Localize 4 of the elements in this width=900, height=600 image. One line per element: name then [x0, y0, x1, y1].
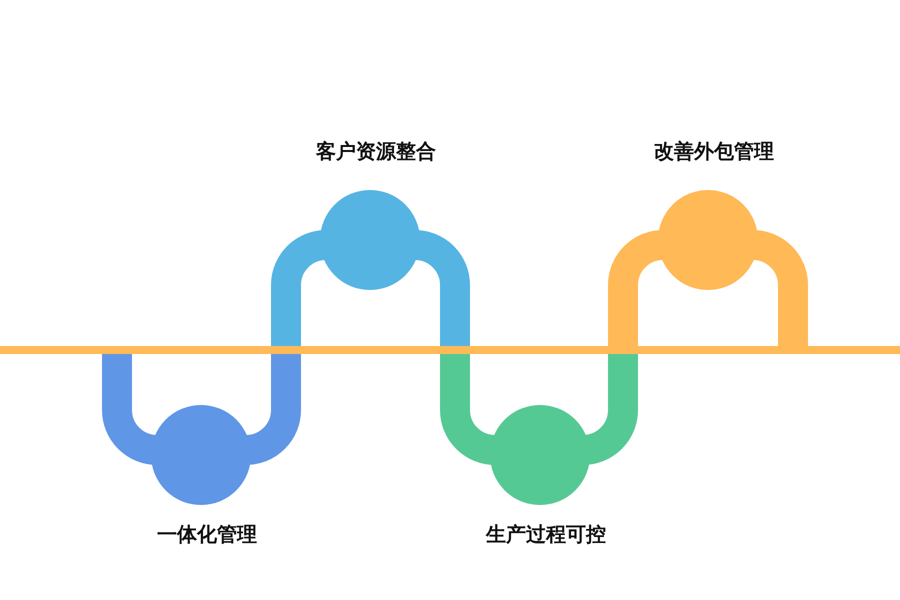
- node-heading: 客户资源整合: [316, 140, 436, 165]
- node-heading: 一体化管理: [157, 523, 257, 548]
- node-heading: 改善外包管理: [654, 139, 774, 165]
- node-heading: 生产过程可控: [486, 522, 606, 548]
